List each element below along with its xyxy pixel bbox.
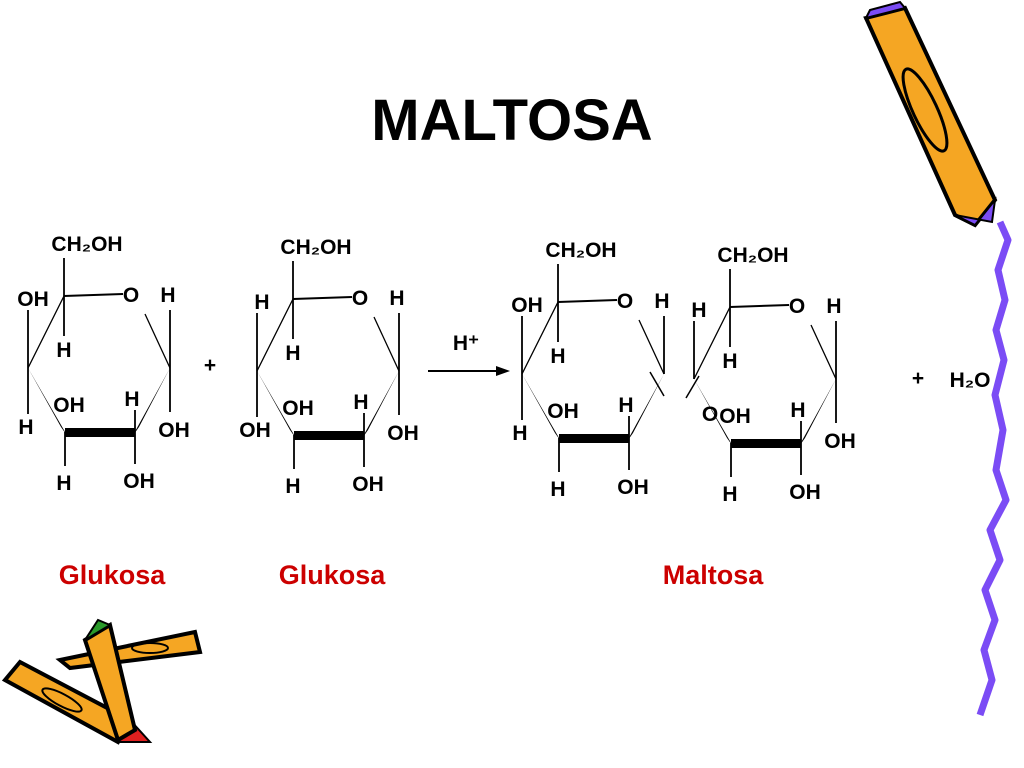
atom-label-c2-down: OH xyxy=(789,481,821,504)
label-maltosa: Maltosa xyxy=(663,560,765,590)
atom-label-ring-o: O xyxy=(617,290,633,313)
wedge-bond xyxy=(28,368,68,437)
atom-label-c3-up: OH xyxy=(282,397,314,420)
wedge-bond xyxy=(522,374,562,443)
atom-label-c1-down: OH xyxy=(824,430,856,453)
atom-label-c2-up: H xyxy=(790,399,805,422)
wedge-bond xyxy=(132,368,170,437)
atom-label-c3-up: OH xyxy=(53,394,85,417)
bond xyxy=(729,304,790,308)
plus-sign-2: + xyxy=(912,367,924,390)
atom-label-c1-down: OH xyxy=(158,419,190,442)
atom-label-top: CH₂OH xyxy=(717,244,788,267)
atom-label-top: CH₂OH xyxy=(280,236,351,259)
atom-label-c3-up: OH xyxy=(547,400,579,423)
atom-label-c2-up: H xyxy=(124,388,139,411)
thick-bond xyxy=(559,434,629,443)
atom-label-c4-up: OH xyxy=(17,288,49,311)
bond xyxy=(557,299,618,303)
atom-label-c1-down: OH xyxy=(387,422,419,445)
pencil-top-right-icon xyxy=(863,0,998,228)
atom-label-c4-down: H xyxy=(512,422,527,445)
atom-label-c1-up: H xyxy=(389,287,404,310)
atom-label-top: CH₂OH xyxy=(51,233,122,256)
atom-label-c3-down: H xyxy=(550,478,565,501)
atom-label-ring-o: O xyxy=(123,284,139,307)
decorative-border-line xyxy=(976,220,1012,717)
thick-bond xyxy=(294,431,364,440)
bond xyxy=(521,301,559,375)
atom-label-c5-down: H xyxy=(722,350,737,373)
atom-label-c2-up: H xyxy=(618,394,633,417)
atom-label-c4-up: OH xyxy=(511,294,543,317)
atom-label-c1-up: H xyxy=(160,284,175,307)
atom-label-top: CH₂OH xyxy=(545,239,616,262)
glycosidic-oxygen: O xyxy=(702,403,718,426)
label-glukosa-1: Glukosa xyxy=(59,560,167,590)
atom-label-c3-down: H xyxy=(722,483,737,506)
catalyst-label: H⁺ xyxy=(453,332,479,355)
atom-label-ring-o: O xyxy=(789,295,805,318)
bond xyxy=(27,295,65,369)
atom-label-c1-up: H xyxy=(826,295,841,318)
bond xyxy=(256,298,294,372)
pencils-bottom-left-icon xyxy=(1,618,203,745)
label-glukosa-2: Glukosa xyxy=(279,560,387,590)
bond xyxy=(373,316,400,372)
atom-label-c1-up: H xyxy=(654,290,669,313)
atom-label-c2-down: OH xyxy=(617,476,649,499)
atom-label-c3-up: OH xyxy=(719,405,751,428)
atom-label-c4-up: H xyxy=(254,291,269,314)
bond xyxy=(638,319,665,375)
atom-label-c5-down: H xyxy=(550,345,565,368)
glucose-1: CH₂OH H OH H OH H H OH H OH O xyxy=(17,233,190,495)
plus-sign: + xyxy=(204,354,216,377)
wedge-bond xyxy=(257,371,297,440)
slide-title: MALTOSA xyxy=(371,88,652,153)
atom-label-c5-down: H xyxy=(285,342,300,365)
wedge-bond xyxy=(798,379,836,448)
atom-label-c4-up: H xyxy=(691,299,706,322)
bond xyxy=(810,324,837,380)
atom-label-c2-up: H xyxy=(353,391,368,414)
atom-label-c4-down: H xyxy=(18,416,33,439)
wedge-bond xyxy=(361,371,399,440)
bond xyxy=(292,296,353,300)
atom-label-c5-down: H xyxy=(56,339,71,362)
atom-label-c4-down: OH xyxy=(239,419,271,442)
atom-label-c3-down: H xyxy=(56,472,71,495)
atom-label-c2-down: OH xyxy=(352,473,384,496)
bond xyxy=(144,313,171,369)
atom-label-c3-down: H xyxy=(285,475,300,498)
bond xyxy=(63,293,124,297)
water-formula: H₂O xyxy=(950,369,991,392)
wedge-bond xyxy=(626,374,664,443)
thick-bond xyxy=(65,428,135,437)
thick-bond xyxy=(731,439,801,448)
glucose-2: CH₂OH H H OH OH H H OH H OH O xyxy=(239,236,419,498)
reaction-arrow-icon xyxy=(428,366,510,376)
atom-label-c2-down: OH xyxy=(123,470,155,493)
wedge-bond xyxy=(694,379,734,448)
bond xyxy=(693,306,731,380)
atom-label-ring-o: O xyxy=(352,287,368,310)
